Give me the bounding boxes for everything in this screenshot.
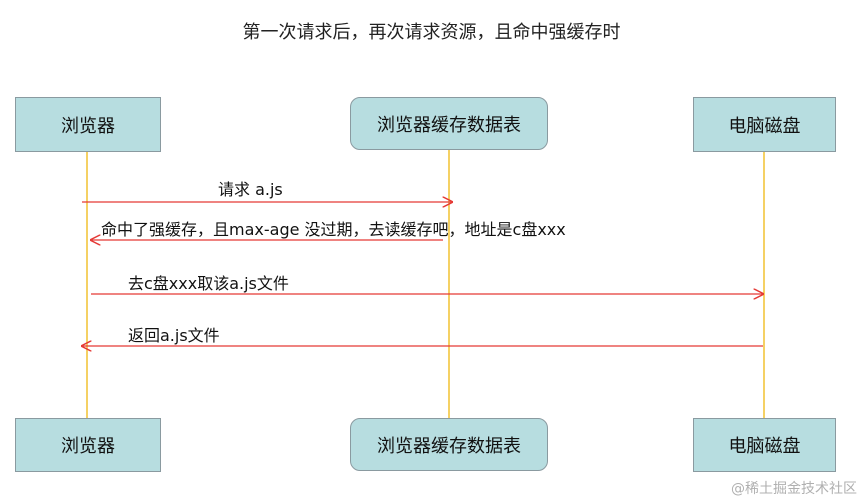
participant-browser-bottom: 浏览器	[15, 418, 161, 472]
participant-cache-table-bottom: 浏览器缓存数据表	[350, 418, 548, 471]
participant-browser-top: 浏览器	[15, 97, 161, 152]
participant-disk-bottom: 电脑磁盘	[693, 418, 836, 472]
participant-cache-table-top: 浏览器缓存数据表	[350, 97, 548, 150]
diagram-title: 第一次请求后，再次请求资源，且命中强缓存时	[242, 22, 621, 43]
message-return-file-label: 返回a.js文件	[128, 326, 220, 345]
participant-disk-top: 电脑磁盘	[693, 97, 836, 152]
message-cache-hit-label: 命中了强缓存，且max-age 没过期，去读缓存吧，地址是c盘xxx	[101, 220, 566, 239]
message-request-label: 请求 a.js	[218, 180, 283, 199]
watermark: @稀土掘金技术社区	[731, 481, 857, 497]
message-read-disk-label: 去c盘xxx取该a.js文件	[128, 274, 289, 293]
